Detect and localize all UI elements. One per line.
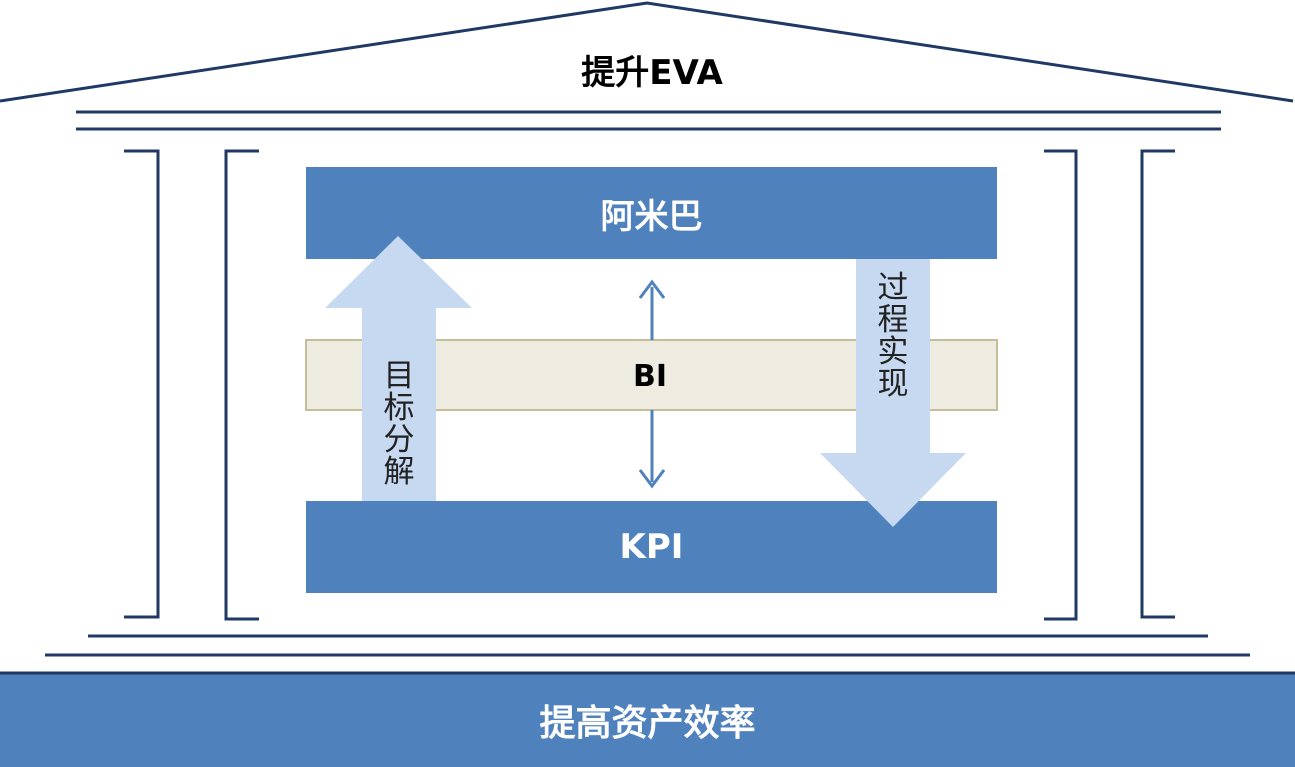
roof-outline (0, 1, 1294, 103)
left-up-arrow (325, 236, 472, 501)
top-bar (306, 167, 997, 259)
top-bar-label: 阿米巴 (600, 196, 703, 237)
right-arrow-label: 过程实现 (877, 270, 909, 402)
roof-title: 提升EVA (581, 52, 723, 93)
middle-bar-label: BI (632, 358, 668, 394)
foundation-bar (0, 672, 1295, 767)
column-right-inner (1044, 149, 1078, 621)
bottom-bar-label: KPI (619, 527, 684, 567)
column-right-outer (1140, 149, 1175, 619)
center-up-arrow (638, 279, 666, 340)
left-arrow-label: 目标分解 (383, 358, 415, 490)
bottom-bar (306, 501, 997, 593)
column-left-inner (224, 149, 259, 621)
right-down-arrow (820, 259, 966, 527)
center-down-arrow (638, 410, 666, 489)
column-left-outer (124, 149, 160, 619)
foundation-label: 提高资产效率 (539, 702, 756, 744)
